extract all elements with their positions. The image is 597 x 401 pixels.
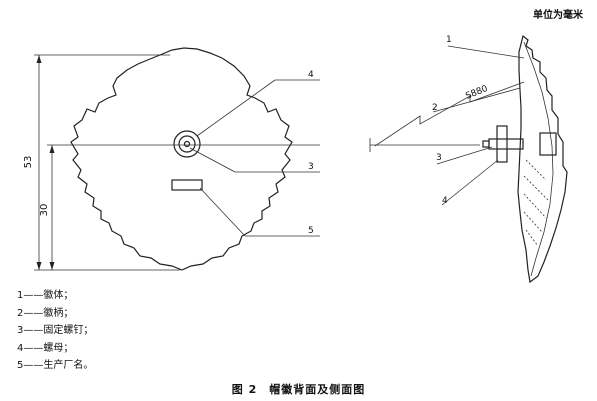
side-leader-4 <box>441 159 499 206</box>
screw-shank <box>488 138 524 150</box>
side-leader-2 <box>432 87 521 113</box>
side-callout-4: 4 <box>442 196 448 206</box>
callout-5: 5 <box>308 226 314 236</box>
maker-name-plate <box>171 179 203 191</box>
dim-label-30: 30 <box>39 204 50 217</box>
side-view: S880 1 2 3 4 <box>369 34 568 284</box>
callout-3: 3 <box>308 162 314 172</box>
screw-head <box>183 140 191 148</box>
nut-outer <box>173 130 201 158</box>
side-body-outline <box>517 34 568 284</box>
side-callout-2: 2 <box>432 103 438 113</box>
arrow-top <box>36 55 42 63</box>
side-body-inner <box>523 41 554 277</box>
leader-3 <box>189 147 236 173</box>
side-leader-3 <box>436 146 493 165</box>
callout-4: 4 <box>308 70 314 80</box>
legend-item: 5——生产厂名。 <box>17 360 94 372</box>
nut-inner <box>178 135 196 153</box>
arrow-low <box>49 262 55 270</box>
legend-item: 4——螺母； <box>17 342 74 354</box>
figure-caption: 图 2 帽徽背面及侧面图 <box>231 383 366 396</box>
legend-item: 3——固定螺钉； <box>17 325 94 337</box>
legend-item: 2——徽柄； <box>17 307 74 319</box>
leader-5 <box>199 187 246 237</box>
side-callout-3: 3 <box>436 153 442 163</box>
unit-note: 单位为毫米 <box>533 10 583 21</box>
side-body-hatching <box>523 159 549 247</box>
legend-item: 1——徽体； <box>17 290 74 301</box>
back-view: 53 30 4 3 5 <box>23 47 320 271</box>
badge-outline <box>70 47 293 271</box>
dim-label-53: 53 <box>23 156 34 169</box>
nut-side <box>496 125 508 163</box>
screw-head-side <box>539 132 557 156</box>
arrow-bottom <box>36 262 42 270</box>
side-leader-1 <box>447 45 525 59</box>
radius-leader <box>374 81 525 147</box>
screw-tip <box>482 140 490 148</box>
parts-legend: 1——徽体； 2——徽柄； 3——固定螺钉； 4——螺母； 5——生产厂名。 <box>17 287 93 375</box>
side-callout-1: 1 <box>446 35 452 45</box>
arrow-mid <box>49 145 55 153</box>
leader-4 <box>196 79 276 137</box>
